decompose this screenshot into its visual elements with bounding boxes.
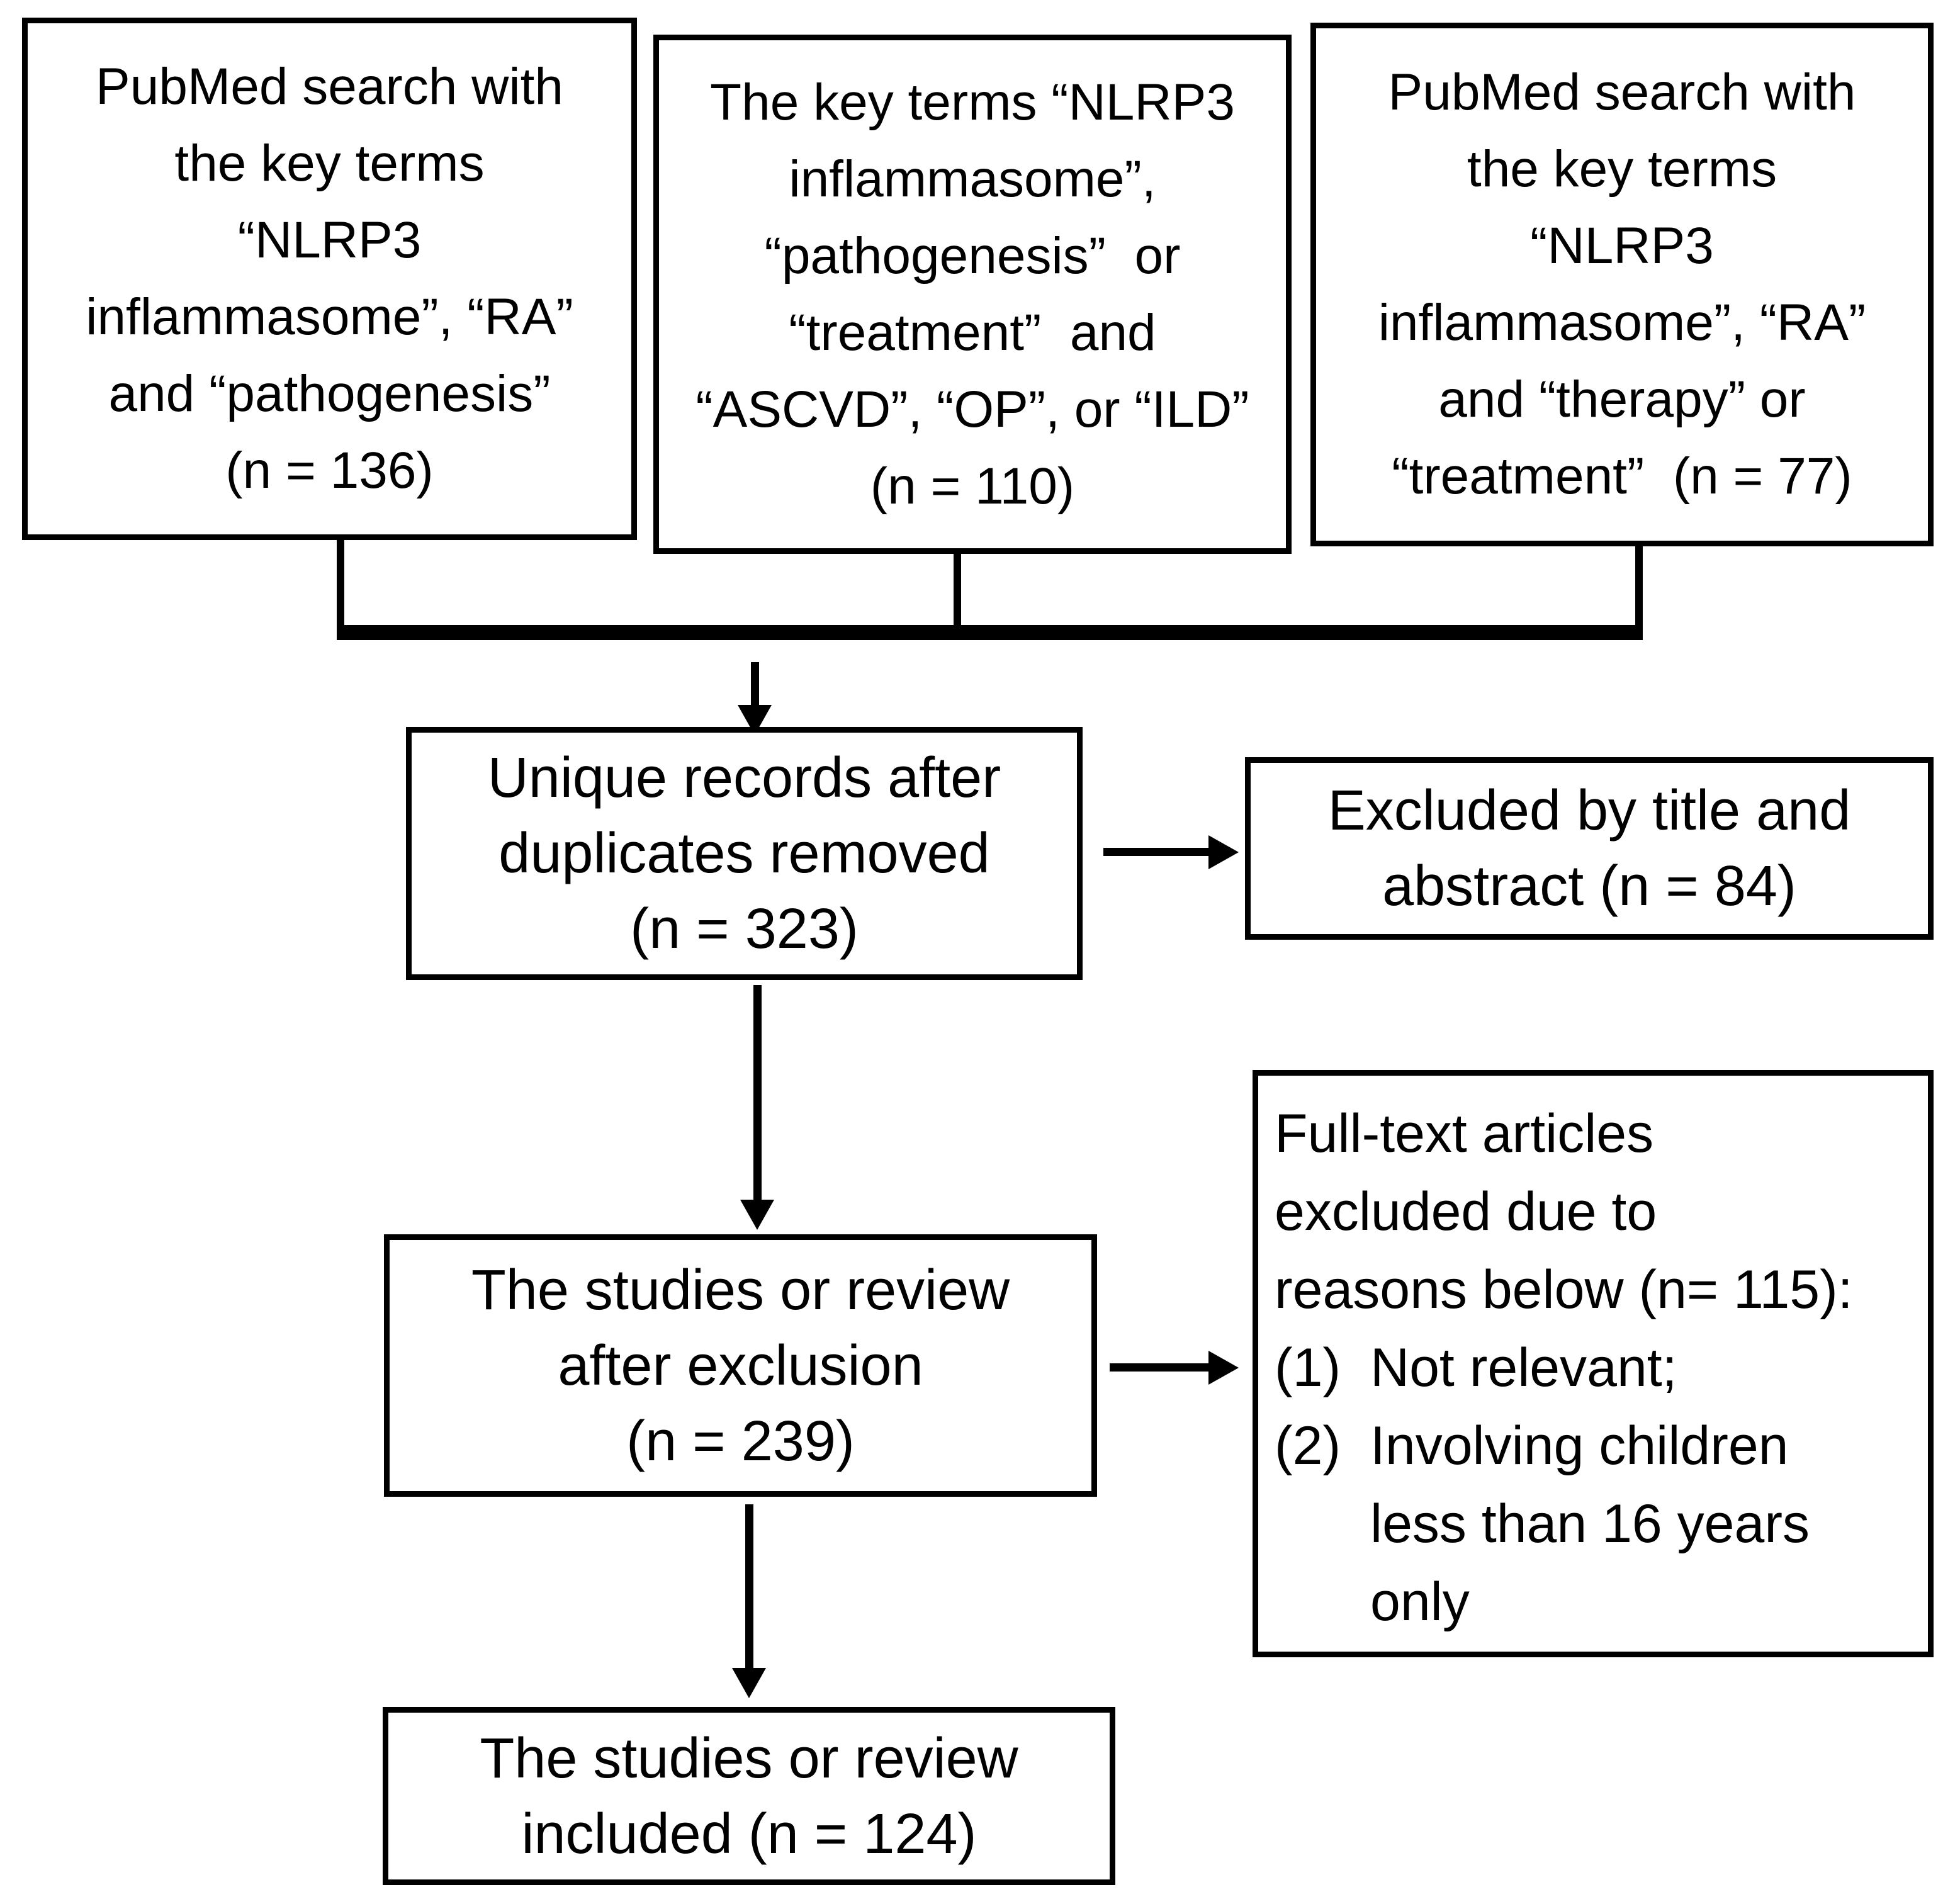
box-search-comorbidity-text: The key terms “NLRP3 inflammasome”, “pat… <box>696 73 1249 515</box>
fulltext-excluded-item-1: (1) Not relevant; <box>1275 1329 1923 1407</box>
box-search-pathogenesis-text: PubMed search with the key terms “NLRP3 … <box>86 58 573 499</box>
fulltext-excluded-item-2: (2) Involving children less than 16 year… <box>1275 1407 1923 1641</box>
box-included-text: The studies or review included (n = 124) <box>480 1727 1018 1866</box>
arrow-to-unique-shaft <box>751 662 759 707</box>
box-excluded-title-abstract: Excluded by title and abstract (n = 84) <box>1245 757 1934 940</box>
fulltext-excluded-item-1-text: Not relevant; <box>1370 1338 1677 1398</box>
connector-right-vertical <box>1635 546 1643 640</box>
box-included: The studies or review included (n = 124) <box>383 1707 1115 1885</box>
box-fulltext-excluded-intro: Full-text articles excluded due to reaso… <box>1275 1103 1853 1320</box>
box-search-therapy-text: PubMed search with the key terms “NLRP3 … <box>1378 64 1866 505</box>
arrow-to-after-exclusion-head <box>740 1200 774 1230</box>
box-search-pathogenesis: PubMed search with the key terms “NLRP3 … <box>22 18 637 540</box>
fulltext-excluded-item-1-marker: (1) <box>1275 1338 1341 1398</box>
arrow-to-after-exclusion-shaft <box>753 985 762 1202</box>
arrow-to-fulltext-head <box>1208 1351 1239 1385</box>
arrow-to-excluded-shaft <box>1103 848 1210 856</box>
box-unique-records-text: Unique records after duplicates removed … <box>487 746 1001 960</box>
box-search-comorbidity: The key terms “NLRP3 inflammasome”, “pat… <box>653 35 1292 554</box>
arrow-to-fulltext-shaft <box>1110 1363 1210 1372</box>
box-after-exclusion: The studies or review after exclusion (n… <box>384 1234 1097 1497</box>
box-after-exclusion-text: The studies or review after exclusion (n… <box>471 1258 1010 1473</box>
box-fulltext-excluded: Full-text articles excluded due to reaso… <box>1253 1070 1934 1657</box>
connector-collector-bar <box>337 625 1643 640</box>
fulltext-excluded-item-2-marker: (2) <box>1275 1416 1341 1476</box>
box-excluded-title-abstract-text: Excluded by title and abstract (n = 84) <box>1327 779 1851 918</box>
fulltext-excluded-item-2-text: Involving children less than 16 years on… <box>1370 1416 1810 1632</box>
connector-left-vertical <box>337 540 344 640</box>
arrow-to-included-head <box>732 1668 766 1698</box>
box-unique-records: Unique records after duplicates removed … <box>406 727 1083 980</box>
box-search-therapy: PubMed search with the key terms “NLRP3 … <box>1310 23 1934 546</box>
connector-middle-vertical <box>954 554 961 640</box>
arrow-to-included-shaft <box>745 1504 753 1669</box>
arrow-to-excluded-head <box>1208 835 1239 869</box>
